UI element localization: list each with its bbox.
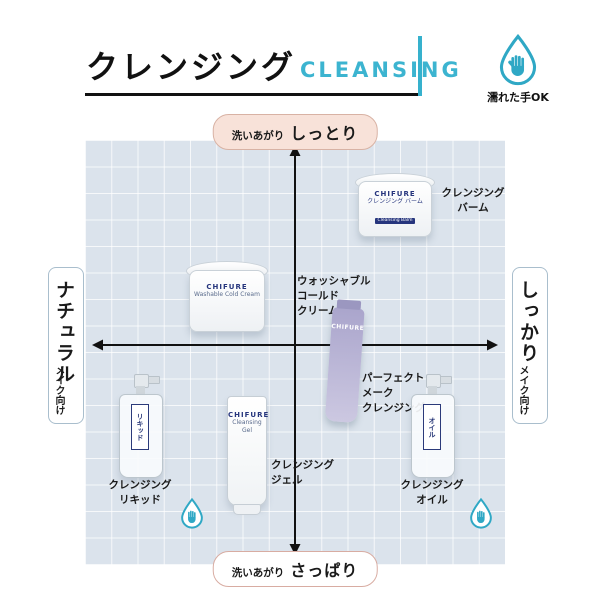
oil-label: クレンジング オイル: [396, 478, 468, 508]
cold-cream-pack-brand: CHIFURE: [206, 283, 248, 291]
oil-pack-text: オイル: [428, 416, 436, 438]
balm-pack-sub: Cleansing Balm: [374, 218, 416, 224]
cold-cream-label-line3: クリーム: [297, 305, 339, 317]
gel-label-line1: クレンジング: [271, 459, 334, 471]
axis-label-top: 洗いあがり しっとり: [212, 114, 378, 150]
axis-label-right-main: しっかり: [517, 280, 539, 364]
gel-label-line2: ジェル: [271, 474, 303, 486]
axis-label-bottom-prefix: 洗いあがり: [231, 567, 285, 579]
axis-label-left-main: ナチュラル: [53, 280, 75, 385]
liquid-bottle: リキッド: [119, 374, 183, 504]
balm-pack-brand: CHIFURE: [374, 190, 416, 198]
balm-pack-name: クレンジング バーム: [367, 198, 423, 205]
axis-label-right-sub: メイク向け: [517, 365, 528, 415]
oil-pack-tag: オイル: [423, 404, 441, 450]
axis-label-bottom: 洗いあがり さっぱり: [212, 551, 378, 587]
oil-bottle: オイル: [411, 374, 475, 504]
axis-label-top-prefix: 洗いあがり: [231, 130, 285, 142]
gel-tube-cap: [233, 504, 261, 515]
cold-cream-jar-body: CHIFURE Washable Cold Cream: [189, 270, 265, 332]
axis-label-top-main: しっとり: [290, 124, 359, 143]
cold-cream-label: ウォッシャブル コールド クリーム: [297, 274, 371, 319]
liquid-label: クレンジング リキッド: [104, 478, 176, 508]
title-underline: [85, 93, 421, 96]
wet-hands-badge: 濡れた手OK: [477, 34, 559, 105]
perfect-label-line3: クレンジング: [362, 402, 425, 414]
gel-pack-name: Cleansing Gel: [232, 419, 262, 434]
perfect-tube-cap: [336, 299, 362, 310]
balm-label: クレンジング バーム: [438, 186, 508, 216]
wet-hands-label: 濡れた手OK: [487, 91, 549, 104]
perfect-label: パーフェクト メーク クレンジング: [362, 371, 425, 416]
balm-label-line1: クレンジング: [441, 187, 505, 199]
axis-label-left: ナチュラル メイク向け: [48, 267, 84, 424]
perfect-label-line1: パーフェクト: [362, 372, 425, 384]
perfect-pack-brand: CHIFURE: [331, 322, 365, 333]
cold-cream-pack-name: Washable Cold Cream: [194, 291, 260, 298]
axis-label-bottom-main: さっぱり: [290, 561, 359, 580]
liquid-pack-tag: リキッド: [131, 404, 149, 450]
cold-cream-label-line1: ウォッシャブル: [297, 275, 371, 287]
axis-label-right: しっかり メイク向け: [512, 267, 548, 424]
liquid-label-line1: クレンジング: [108, 479, 172, 491]
title-accent-bar: [418, 36, 422, 96]
liquid-label-line2: リキッド: [119, 494, 161, 506]
water-drop-hand-icon: [499, 34, 537, 86]
liquid-pack-text: リキッド: [136, 413, 144, 441]
gel-pack-brand: CHIFURE: [228, 411, 270, 419]
page-subtitle: CLEANSING: [300, 58, 462, 82]
cold-cream-label-line2: コールド: [297, 290, 339, 302]
axis-label-left-sub: メイク向け: [53, 365, 64, 415]
balm-jar-body: CHIFURE クレンジング バーム Cleansing Balm: [358, 181, 432, 237]
perfect-label-line2: メーク: [362, 387, 394, 399]
gel-label: クレンジング ジェル: [271, 458, 334, 488]
oil-label-line2: オイル: [416, 494, 448, 506]
balm-label-line2: バーム: [457, 202, 489, 214]
liquid-wet-hands-icon: [181, 498, 203, 529]
oil-bottle-neck: [428, 386, 437, 396]
liquid-bottle-neck: [136, 386, 145, 396]
page-title: クレンジング: [86, 48, 297, 86]
oil-wet-hands-icon: [470, 498, 492, 529]
oil-label-line1: クレンジング: [400, 479, 464, 491]
gel-tube: CHIFURE Cleansing Gel: [227, 396, 270, 515]
gel-tube-body: CHIFURE Cleansing Gel: [227, 396, 270, 506]
